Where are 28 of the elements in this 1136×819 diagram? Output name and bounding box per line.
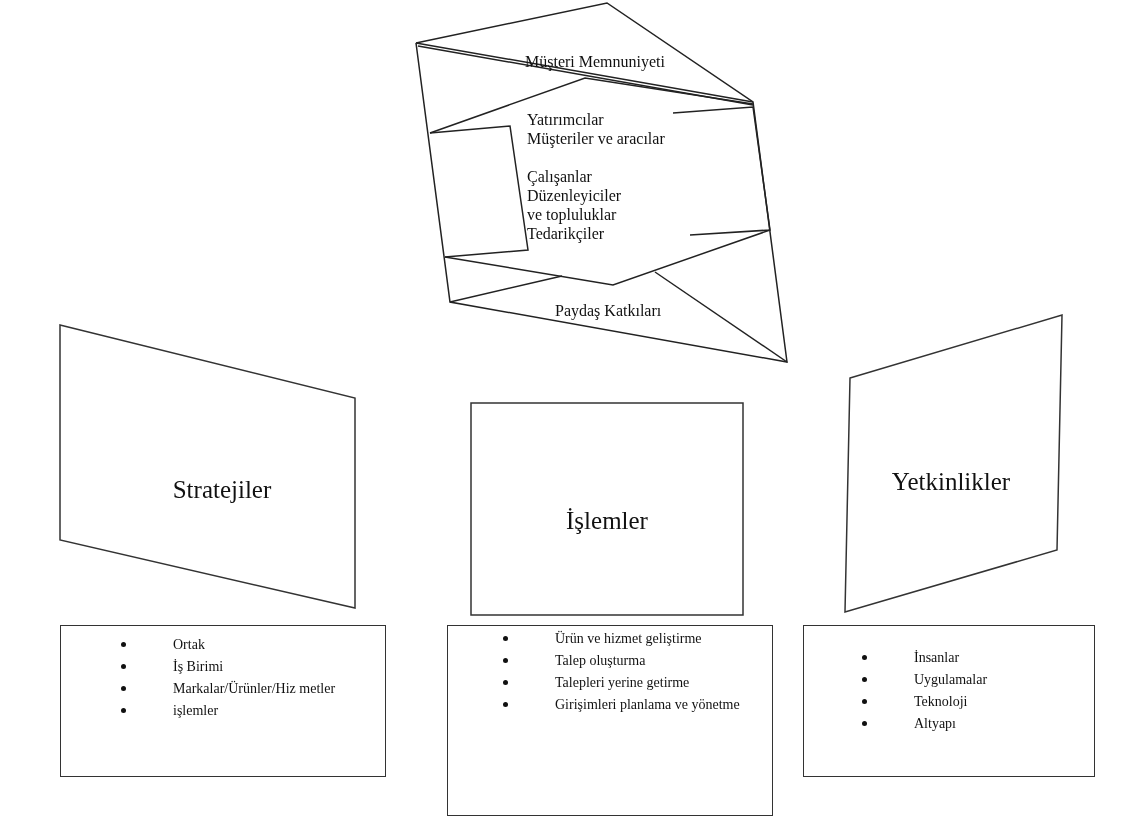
- stakeholder-item: Müşteriler ve aracılar: [527, 129, 666, 148]
- list-item: Talepleri yerine getirme: [555, 674, 691, 691]
- stakeholder-item: Yatırımcılar: [527, 110, 605, 129]
- list-item: Markalar/Ürünler/Hiz metler: [173, 680, 337, 697]
- face-label: Müşteri Memnuniyeti: [525, 52, 666, 71]
- bullet-list-box: [803, 625, 1095, 777]
- category-panel: [843, 312, 1065, 614]
- list-item: Altyapı: [914, 715, 957, 732]
- list-item: Talep oluşturma: [555, 652, 647, 669]
- bullet-list-box: [60, 625, 386, 777]
- list-item: Ürün ve hizmet geliştirme: [555, 630, 703, 647]
- stakeholder-item: Tedarikçiler: [527, 224, 606, 243]
- list-item: Ortak: [173, 636, 206, 653]
- stakeholder-item: Çalışanlar: [527, 167, 593, 186]
- panel-title: Stratejiler: [172, 476, 272, 504]
- list-item: işlemler: [173, 702, 220, 719]
- panel-title: Yetkinlikler: [891, 468, 1011, 496]
- list-item: İş Birimi: [173, 658, 225, 675]
- bullet-list-box: [447, 625, 773, 816]
- category-panel: [58, 322, 358, 612]
- category-panel: [470, 402, 744, 616]
- list-item: Teknoloji: [914, 693, 969, 710]
- panel-title: İşlemler: [566, 507, 648, 535]
- list-item: Girişimleri planlama ve yönetme: [555, 696, 741, 713]
- list-item: İnsanlar: [914, 649, 961, 666]
- list-item: Uygulamalar: [914, 671, 989, 688]
- stakeholder-item: Düzenleyiciler ve topluluklar: [527, 186, 623, 224]
- face-label: Paydaş Katkıları: [555, 301, 663, 320]
